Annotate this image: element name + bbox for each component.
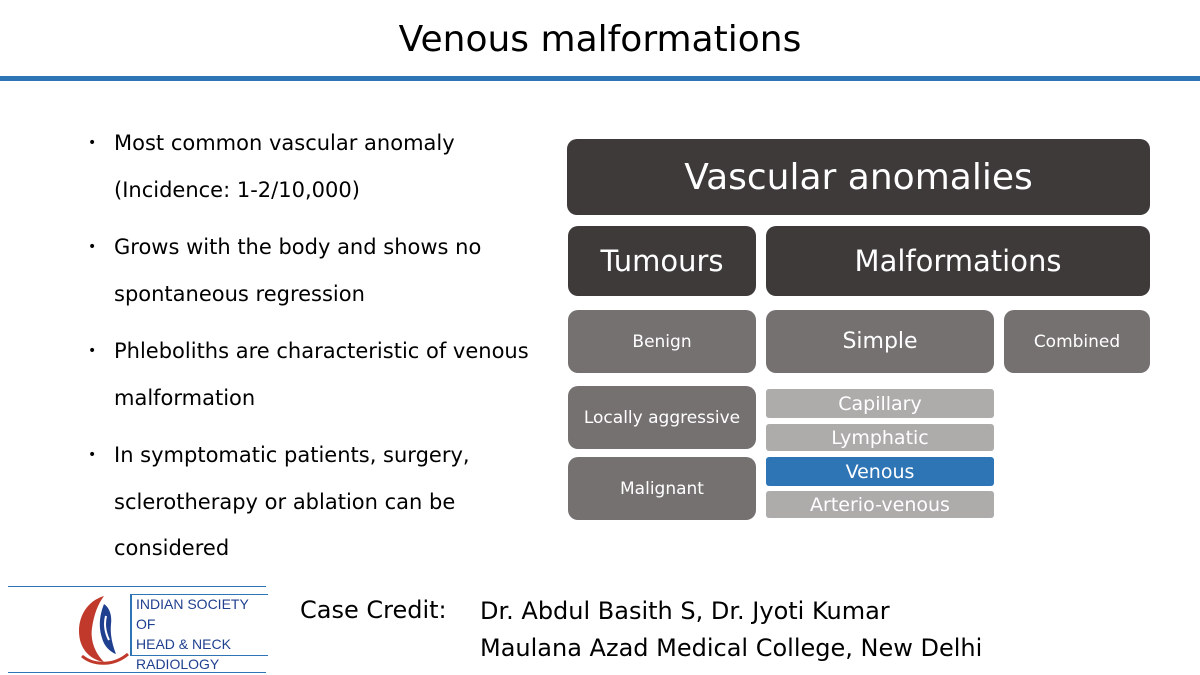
bullet-item: Grows with the body and shows no spontan… bbox=[88, 224, 568, 317]
diagram-locally-aggressive: Locally aggressive bbox=[568, 386, 756, 449]
diagram-benign: Benign bbox=[568, 310, 756, 373]
case-credit-details: Dr. Abdul Basith S, Dr. Jyoti Kumar Maul… bbox=[480, 593, 982, 667]
credit-names: Dr. Abdul Basith S, Dr. Jyoti Kumar bbox=[480, 597, 890, 625]
diagram-simple: Simple bbox=[766, 310, 994, 373]
bullet-item: Most common vascular anomaly (Incidence:… bbox=[88, 120, 568, 213]
diagram-malformations: Malformations bbox=[766, 226, 1150, 296]
diagram-venous-highlighted: Venous bbox=[766, 457, 994, 486]
title-underline bbox=[0, 76, 1200, 81]
diagram-arterio-venous: Arterio-venous bbox=[766, 491, 994, 518]
bullet-list: Most common vascular anomaly (Incidence:… bbox=[88, 120, 568, 583]
logo-line: HEAD & NECK bbox=[136, 636, 231, 652]
logo-line: INDIAN SOCIETY OF bbox=[136, 596, 249, 632]
logo-line: RADIOLOGY bbox=[136, 656, 220, 672]
logo-top-rule bbox=[8, 586, 266, 587]
diagram-malignant: Malignant bbox=[568, 457, 756, 520]
logo-bottom-rule bbox=[8, 672, 266, 673]
diagram-lymphatic: Lymphatic bbox=[766, 424, 994, 451]
bullet-item: In symptomatic patients, surgery, sclero… bbox=[88, 432, 568, 572]
diagram-combined: Combined bbox=[1004, 310, 1150, 373]
case-credit-label: Case Credit: bbox=[300, 596, 447, 624]
bullet-item: Phleboliths are characteristic of venous… bbox=[88, 328, 568, 421]
credit-institution: Maulana Azad Medical College, New Delhi bbox=[480, 634, 983, 662]
diagram-root: Vascular anomalies bbox=[567, 139, 1150, 215]
diagram-tumours: Tumours bbox=[568, 226, 756, 296]
society-logo: INDIAN SOCIETY OF HEAD & NECK RADIOLOGY bbox=[8, 586, 268, 674]
ishnr-emblem-icon bbox=[79, 596, 129, 665]
slide-title: Venous malformations bbox=[398, 19, 802, 60]
logo-org-name: INDIAN SOCIETY OF HEAD & NECK RADIOLOGY bbox=[136, 594, 266, 674]
logo-text-frame bbox=[130, 594, 268, 656]
diagram-capillary: Capillary bbox=[766, 389, 994, 418]
